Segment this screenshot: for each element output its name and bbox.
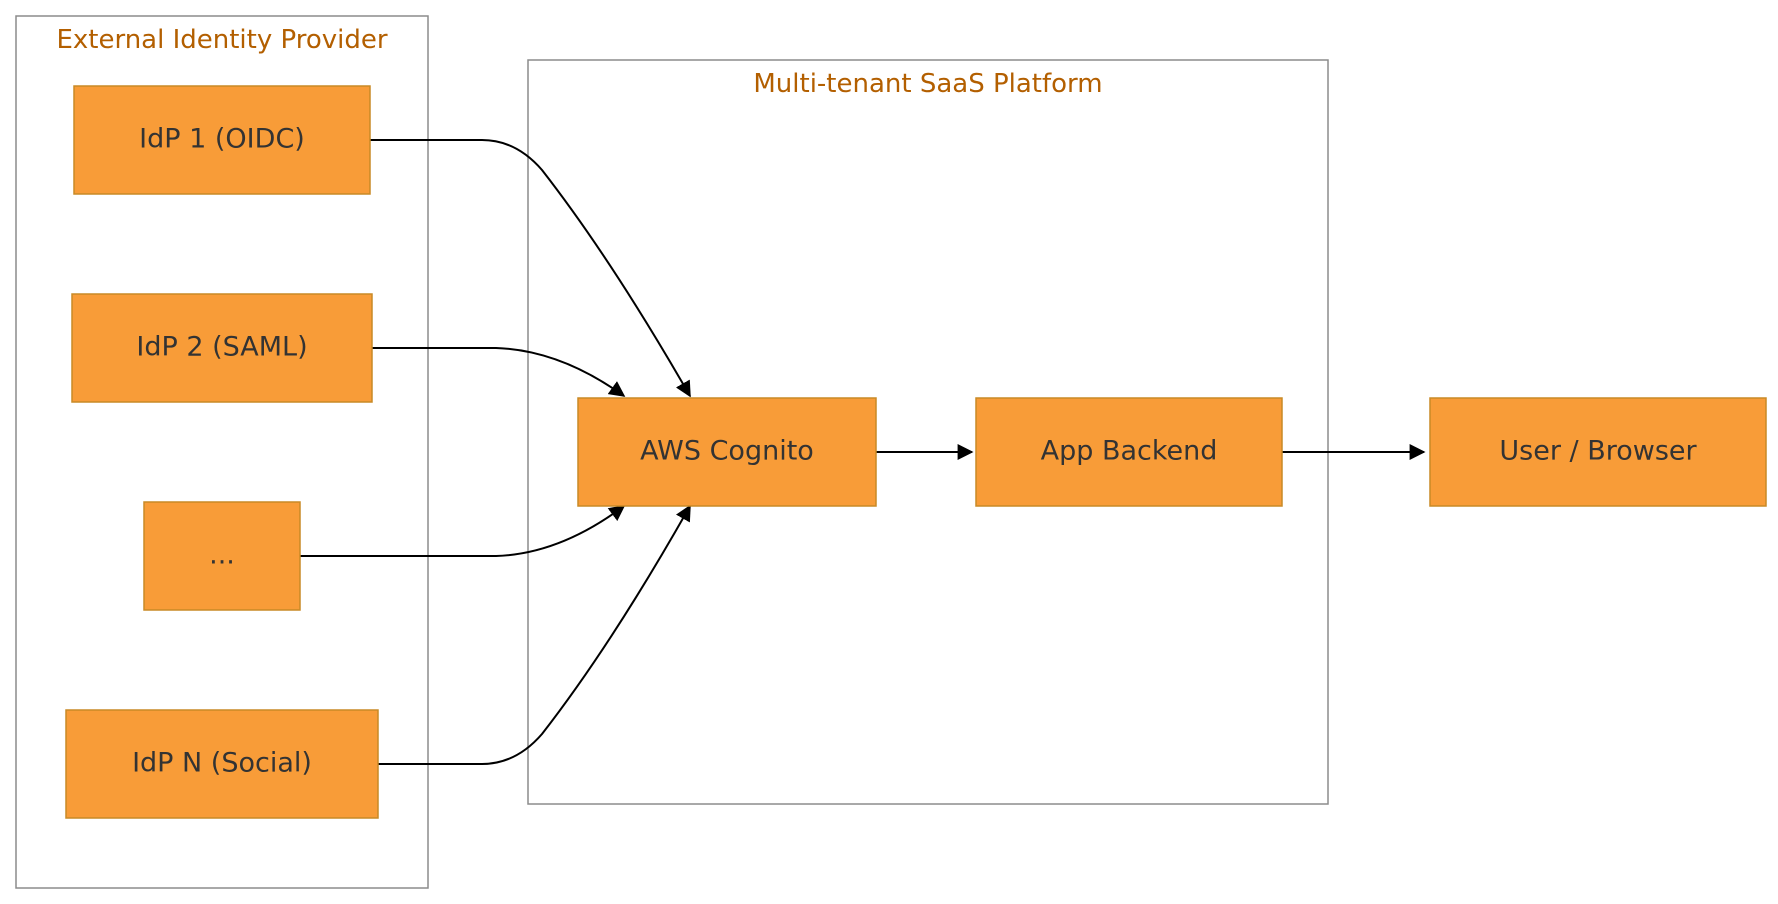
node-user-label: User / Browser xyxy=(1499,436,1697,467)
node-idpn[interactable]: IdP N (Social) xyxy=(65,709,379,819)
cluster-external-label: External Identity Provider xyxy=(56,25,387,55)
node-idp1[interactable]: IdP 1 (OIDC) xyxy=(73,85,371,195)
node-idp-more-label: ... xyxy=(209,540,235,571)
node-idpn-box[interactable] xyxy=(65,709,379,819)
node-idp-more[interactable]: ... xyxy=(143,501,301,611)
node-idp2-label: IdP 2 (SAML) xyxy=(136,332,307,363)
node-idp2[interactable]: IdP 2 (SAML) xyxy=(71,293,373,403)
node-user-box[interactable] xyxy=(1429,397,1767,507)
node-idp1-box[interactable] xyxy=(73,85,371,195)
node-cognito-label: AWS Cognito xyxy=(640,436,814,467)
cluster-external-identity-provider: External Identity Provider xyxy=(15,15,429,889)
cluster-platform-label: Multi-tenant SaaS Platform xyxy=(753,69,1102,99)
edge-idp2-to-cognito[interactable] xyxy=(372,347,626,397)
edge-idpn-to-cognito[interactable] xyxy=(378,504,691,765)
node-idp-more-box[interactable] xyxy=(143,501,301,611)
cluster-multi-tenant-saas-platform: Multi-tenant SaaS Platform xyxy=(527,59,1329,805)
node-aws-cognito[interactable]: AWS Cognito xyxy=(577,397,877,507)
node-idpn-label: IdP N (Social) xyxy=(132,748,312,779)
node-cognito-box[interactable] xyxy=(577,397,877,507)
node-backend-label: App Backend xyxy=(1041,436,1218,467)
node-app-backend[interactable]: App Backend xyxy=(975,397,1283,507)
edges xyxy=(300,139,1426,765)
edge-more-to-cognito[interactable] xyxy=(300,505,626,557)
node-idp2-box[interactable] xyxy=(71,293,373,403)
node-idp1-label: IdP 1 (OIDC) xyxy=(139,124,305,155)
node-user-browser[interactable]: User / Browser xyxy=(1429,397,1767,507)
node-backend-box[interactable] xyxy=(975,397,1283,507)
cluster-external-box xyxy=(15,15,429,889)
cluster-platform-box xyxy=(527,59,1329,805)
edge-idp1-to-cognito[interactable] xyxy=(370,139,691,398)
